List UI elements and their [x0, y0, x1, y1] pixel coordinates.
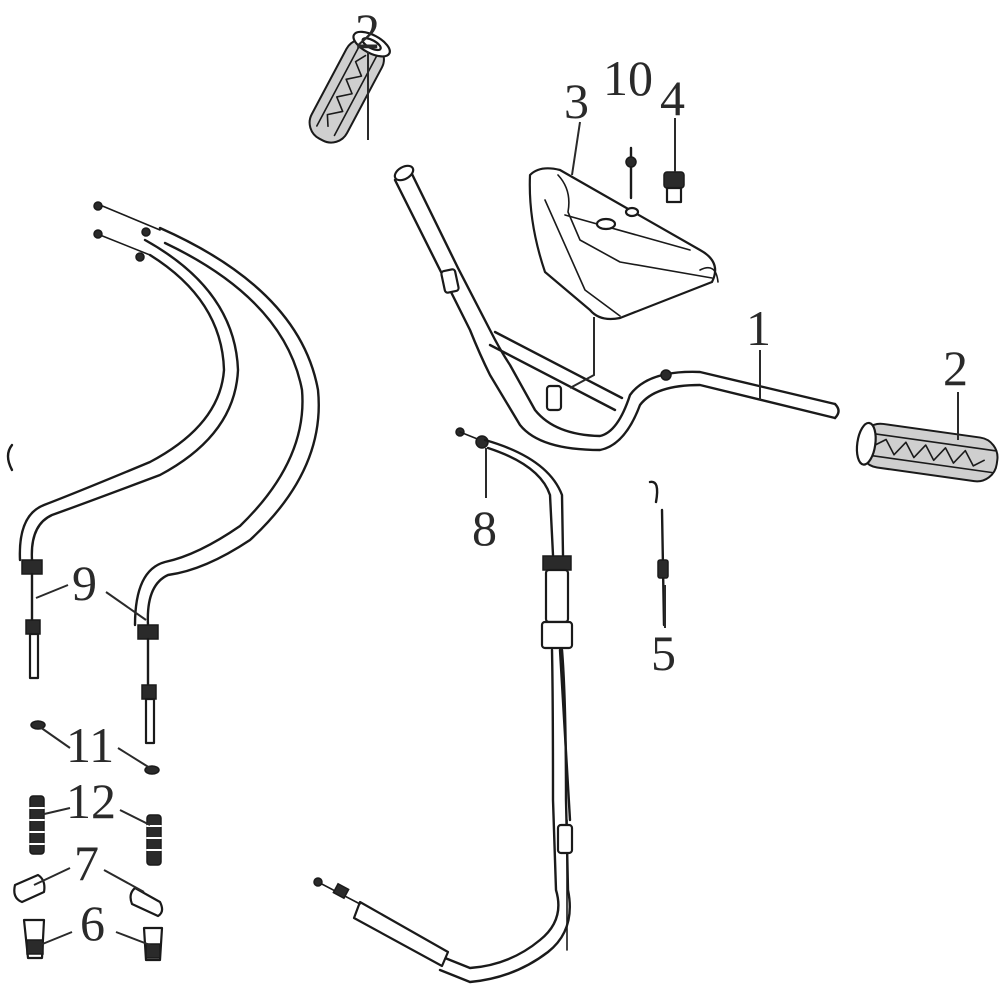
brake-cables — [18, 201, 320, 745]
small-cable — [648, 480, 669, 627]
callout-10-screw: 10 — [603, 50, 653, 106]
spring — [29, 795, 162, 866]
bolt — [660, 369, 672, 381]
callout-11-nut: 11 — [66, 717, 114, 773]
callout-1-handlebar: 1 — [746, 300, 771, 356]
clipped-fragment — [6, 443, 14, 472]
sleeve — [22, 918, 164, 962]
grip-left — [308, 30, 391, 144]
leader-lines — [33, 52, 959, 946]
handlebar — [393, 164, 840, 452]
callout-6-sleeve: 6 — [80, 895, 105, 951]
screw — [625, 146, 637, 200]
callout-5-small-cable: 5 — [651, 625, 676, 681]
boot — [13, 873, 164, 918]
callout-8-throttle-cable: 8 — [472, 500, 497, 556]
callout-4-fastener: 4 — [660, 70, 685, 126]
fastener — [663, 171, 685, 204]
callout-labels: 2 10 4 3 1 2 8 5 9 11 12 7 6 — [66, 3, 968, 951]
clamp-block — [440, 268, 460, 294]
callout-12-spring: 12 — [66, 773, 116, 829]
callout-3-cover: 3 — [564, 73, 589, 129]
handlebar-cover — [528, 167, 719, 321]
callout-9-brake-cables: 9 — [72, 555, 97, 611]
callout-7-boot: 7 — [74, 835, 99, 891]
throttle-cable — [313, 427, 574, 984]
callout-2-right-grip: 2 — [943, 340, 968, 396]
clamp-block — [545, 384, 563, 412]
grip-right — [855, 421, 999, 483]
callout-2-left-grip: 2 — [355, 3, 380, 59]
